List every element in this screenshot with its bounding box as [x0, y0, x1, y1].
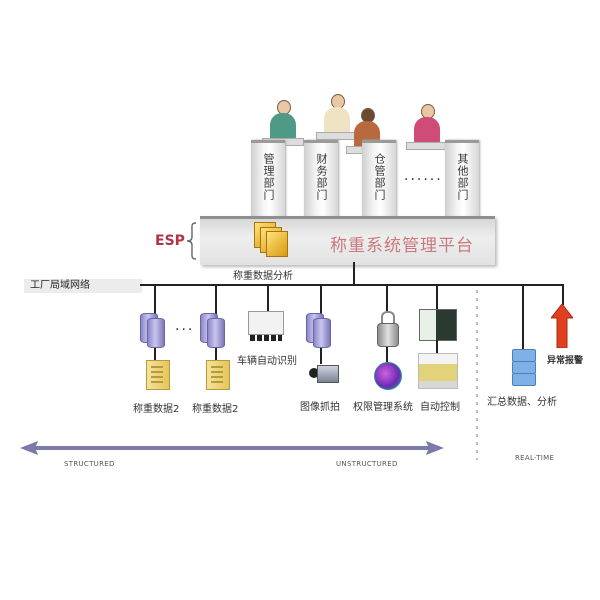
drop-line [320, 285, 322, 315]
platform-connector [353, 262, 355, 284]
weigh-data-label-1: 称重数据2 [133, 404, 180, 415]
drop-line [386, 285, 388, 311]
department-pillar-management: 管理部门 [251, 140, 285, 219]
department-label: 财务部门 [315, 153, 328, 201]
access-management-label: 权限管理系统 [353, 402, 413, 413]
person-other-icon [406, 104, 448, 154]
department-label: 仓管部门 [373, 153, 386, 201]
db-connector [320, 348, 322, 364]
auto-control-label: 自动控制 [420, 402, 460, 413]
alarm-arrow-icon [551, 304, 573, 348]
db-connector [154, 348, 156, 360]
ellipsis: ··· [175, 322, 195, 338]
department-pillar-finance: 财务部门 [304, 140, 338, 219]
drop-line [267, 285, 269, 311]
drop-line [562, 285, 564, 305]
person-finance-icon [316, 94, 358, 144]
factory-room-icon [418, 353, 458, 389]
globe-icon [374, 362, 402, 390]
drop-line [522, 285, 524, 349]
drop-line [154, 285, 156, 315]
department-label: 管理部门 [262, 153, 275, 201]
esp-label: ESP [155, 233, 185, 249]
analysis-label: 称重数据分析 [233, 271, 293, 282]
panel-connector [436, 340, 438, 353]
platform-title: 称重系统管理平台 [330, 236, 474, 256]
database-icon [306, 313, 331, 349]
network-bus [140, 284, 564, 286]
summary-data-stack-icon [512, 349, 536, 386]
database-icon [140, 313, 165, 349]
unstructured-label: UNSTRUCTURED [336, 460, 398, 468]
department-pillar-other: 其他部门 [445, 140, 479, 219]
network-label: 工厂局域网络 [24, 279, 142, 293]
drop-line [215, 285, 217, 315]
database-icon [200, 313, 225, 349]
data-analysis-folder-icon [252, 222, 288, 257]
alarm-label: 异常报警 [547, 356, 584, 366]
department-label: 其他部门 [456, 153, 469, 201]
department-ellipsis: ...... [404, 168, 443, 184]
padlock-icon [377, 311, 399, 347]
lock-connector [386, 347, 388, 362]
vehicle-id-label: 车辆自动识别 [237, 356, 297, 367]
image-capture-label: 图像抓拍 [300, 402, 340, 413]
camera-icon [309, 364, 339, 383]
truck-icon [248, 311, 288, 345]
realtime-label: REAL-TIME [515, 454, 555, 462]
realtime-separator [476, 290, 478, 460]
drop-line [436, 285, 438, 309]
weigh-data-document-icon [206, 360, 230, 390]
weigh-data-label-2: 称重数据2 [192, 404, 239, 415]
db-connector [215, 348, 217, 360]
structured-axis-arrow [20, 441, 444, 455]
department-pillar-warehouse: 仓管部门 [362, 140, 396, 219]
structured-label: STRUCTURED [64, 460, 115, 468]
brace-icon [186, 222, 197, 260]
control-panel-icon [419, 309, 457, 341]
weigh-data-document-icon [146, 360, 170, 390]
weighing-platform-bar: 称重系统管理平台 [200, 216, 495, 265]
summary-label: 汇总数据、分析 [487, 397, 557, 408]
